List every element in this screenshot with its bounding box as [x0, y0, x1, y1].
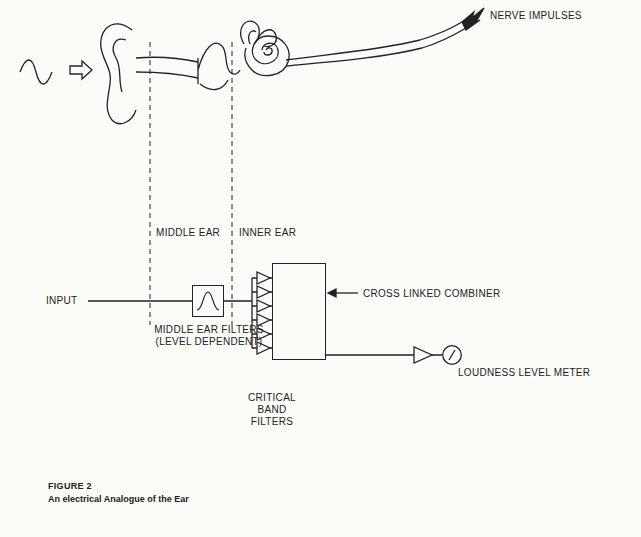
meter-label: LOUDNESS LEVEL METER [458, 367, 590, 379]
input-label: INPUT [46, 295, 78, 307]
output-amplifier [414, 347, 432, 363]
pinna [101, 24, 136, 124]
boundary-line [150, 42, 151, 325]
filter-label: MIDDLE EAR FILTERS (LEVEL DEPENDENT) [151, 324, 267, 348]
region-label: INNER EAR [239, 227, 296, 239]
input-wire [88, 300, 192, 301]
cochlea [245, 36, 289, 76]
meter-needle [449, 350, 455, 360]
nerve-impulse-bolt [462, 8, 484, 30]
cochlea-inner [264, 48, 272, 55]
ear-canal [136, 57, 198, 78]
combiner-label: CROSS LINKED COMBINER [363, 288, 500, 300]
bandpass-symbol [193, 286, 223, 316]
filter-box: MIDDLE EAR FILTERS (LEVEL DEPENDENT) [192, 285, 224, 317]
figure-title: FIGURE 2 [48, 480, 92, 492]
meter-dial [443, 346, 462, 365]
boundary-line [232, 42, 233, 325]
meter-symbol [442, 345, 462, 365]
ossicles [198, 43, 240, 89]
auditory-nerve [286, 22, 466, 66]
leader-arrowhead [328, 289, 336, 297]
figure-caption: An electrical Analogue of the Ear [48, 493, 189, 505]
input-arrow [70, 61, 92, 79]
meter: LOUDNESS LEVEL METER [442, 345, 462, 365]
filters-label: CRITICAL BAND FILTERS [236, 392, 308, 428]
combiner-box: CROSS LINKED COMBINER [272, 263, 326, 360]
sine-wave [20, 60, 52, 84]
bandpass-curve [197, 292, 219, 310]
region-label: MIDDLE EAR [156, 227, 220, 239]
pinna-fold [113, 39, 126, 92]
nerve-label: NERVE IMPULSES [490, 10, 582, 22]
